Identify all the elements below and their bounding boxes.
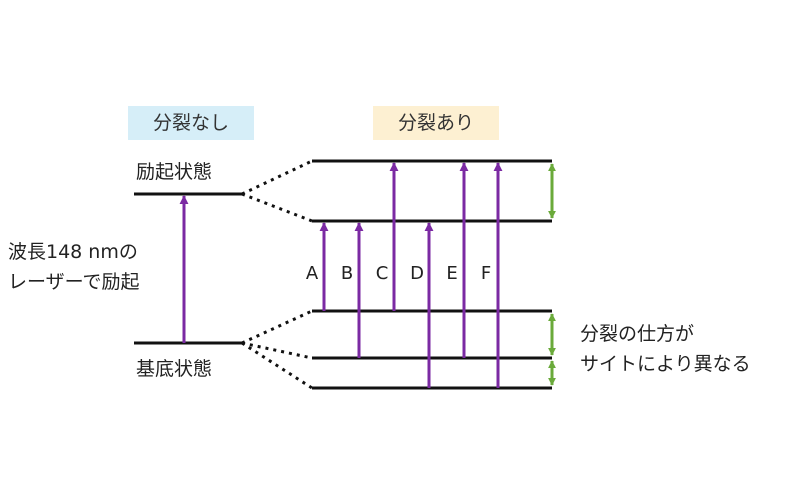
transition-label-a: A — [306, 263, 319, 284]
no-split-tag: 分裂なし — [128, 106, 254, 140]
transition-label-c: C — [376, 263, 389, 284]
transition-label-d: D — [410, 263, 424, 284]
ground-state-label: 基底状態 — [136, 358, 213, 380]
ground-connector-3 — [241, 341, 313, 390]
level-lines — [134, 159, 552, 390]
transition-label-f: F — [481, 263, 491, 284]
laser-label-line1: 波長148 nmの — [8, 241, 138, 263]
excited-state-label: 励起状態 — [136, 161, 213, 183]
excited-connector-2 — [241, 192, 313, 223]
splitting-label-line1: 分裂の仕方が — [580, 323, 695, 345]
laser-label-line2: レーザーで励起 — [8, 271, 140, 293]
transition-arrows — [179, 162, 503, 388]
split-tag: 分裂あり — [373, 106, 499, 140]
transition-label-b: B — [341, 263, 353, 284]
splitting-label-line2: サイトにより異なる — [580, 353, 751, 375]
ground-connector-1 — [241, 309, 313, 345]
excited-connector-1 — [241, 159, 313, 196]
ground-connector-2 — [241, 341, 313, 360]
transition-label-e: E — [446, 263, 457, 284]
